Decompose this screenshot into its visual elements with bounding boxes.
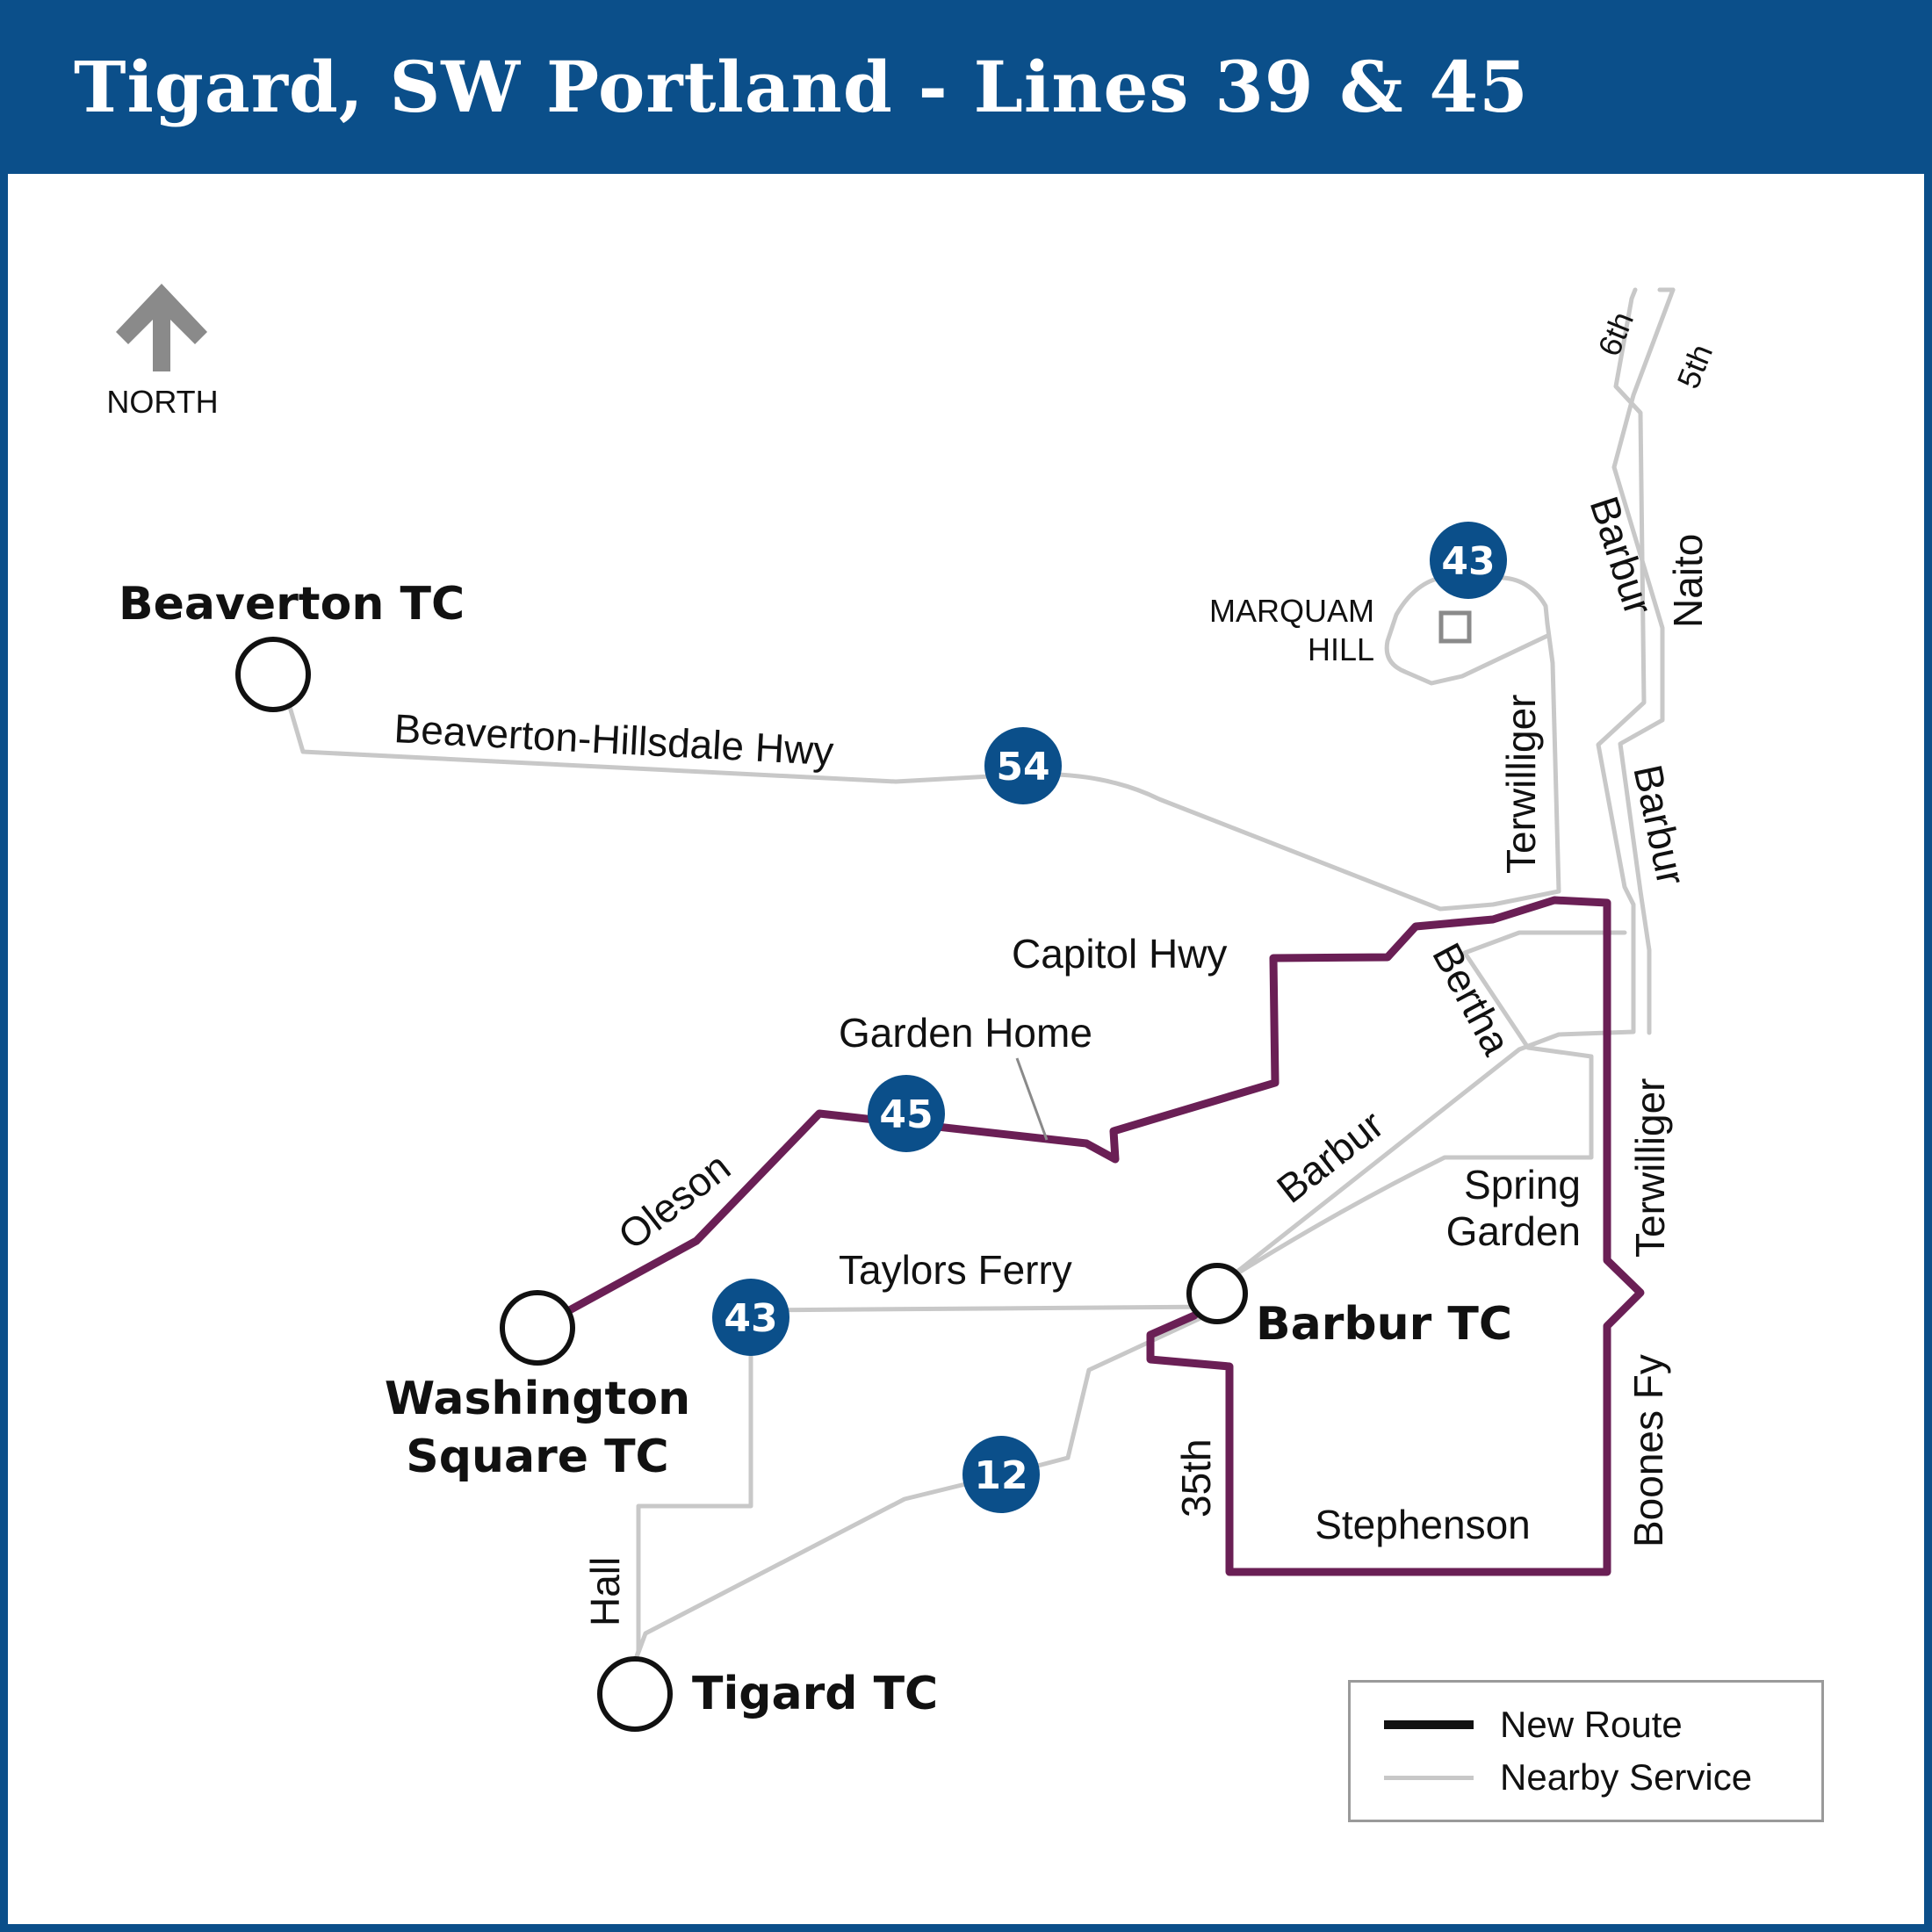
svg-text:43: 43 — [1441, 539, 1495, 584]
marquam-hill-square-icon — [1438, 610, 1472, 644]
sixth-label: 6th — [1590, 306, 1640, 361]
tigard-tc-label: Tigard TC — [692, 1668, 938, 1720]
new-route-path — [533, 896, 1645, 1576]
page-title: Tigard, SW Portland - Lines 39 & 45 — [74, 46, 1529, 128]
legend-nearby-service: Nearby Service — [1384, 1755, 1752, 1799]
line43-south-path — [631, 1316, 753, 1667]
barbur-tc-marker[interactable] — [1186, 1263, 1248, 1324]
taylors-ferry-label: Taylors Ferry — [839, 1247, 1072, 1293]
barbur-north-path — [1611, 287, 1676, 1035]
oleson-label: Oleson — [609, 1143, 739, 1258]
svg-text:54: 54 — [996, 745, 1049, 789]
north-label: NORTH — [106, 384, 218, 420]
washington-square-label-line1: Washington — [385, 1373, 690, 1425]
marquam-label-line2: HILL — [1308, 631, 1374, 667]
boones-fy-label: Boones Fy — [1626, 1354, 1671, 1547]
taylors-ferry-path — [748, 1304, 1222, 1313]
stephenson-label: Stephenson — [1315, 1502, 1531, 1547]
garden-home-label: Garden Home — [839, 1010, 1092, 1056]
legend-nearby-service-label: Nearby Service — [1500, 1756, 1753, 1798]
fifth-label: 5th — [1669, 339, 1719, 393]
beaverton-tc-marker[interactable] — [235, 637, 311, 712]
barbur-sw-path — [1218, 930, 1627, 1287]
spring-garden-label-line2: Garden — [1446, 1208, 1581, 1254]
washington-square-label-line2: Square TC — [406, 1431, 668, 1483]
tigard-tc-marker[interactable] — [597, 1656, 673, 1732]
line12-path — [631, 1310, 1215, 1667]
badge-12[interactable]: 12 — [962, 1436, 1040, 1513]
svg-text:43: 43 — [724, 1296, 777, 1341]
svg-text:12: 12 — [974, 1453, 1027, 1498]
legend: New Route Nearby Service — [1348, 1680, 1824, 1822]
terwilliger-south-label: Terwilliger — [1627, 1078, 1673, 1258]
hall-label: Hall — [582, 1557, 628, 1626]
badge-43-south[interactable]: 43 — [712, 1279, 789, 1356]
title-bar: Tigard, SW Portland - Lines 39 & 45 — [0, 0, 1932, 174]
legend-new-route: New Route — [1384, 1703, 1683, 1747]
garden-home-leader — [1015, 1057, 1049, 1141]
beaverton-hillsdale-label: Beaverton-Hillsdale Hwy — [393, 705, 834, 774]
naito-label: Naito — [1665, 534, 1711, 628]
beaverton-tc-label: Beaverton TC — [119, 578, 465, 631]
svg-text:45: 45 — [879, 1092, 933, 1137]
spring-garden-label-line1: Spring — [1464, 1162, 1581, 1208]
barbur-north-label: Barbur — [1581, 491, 1662, 620]
legend-new-route-swatch — [1384, 1720, 1474, 1729]
north-arrow-icon — [116, 284, 207, 371]
marquam-loop-path — [1384, 575, 1550, 686]
barbur-tc-label: Barbur TC — [1256, 1298, 1512, 1351]
legend-nearby-service-swatch — [1384, 1775, 1474, 1780]
badge-43-north[interactable]: 43 — [1430, 522, 1507, 599]
badge-45[interactable]: 45 — [868, 1075, 945, 1152]
capitol-hwy-label: Capitol Hwy — [1012, 931, 1227, 977]
thirty-fifth-label: 35th — [1173, 1438, 1219, 1517]
washington-square-tc-marker[interactable] — [500, 1290, 575, 1366]
legend-new-route-label: New Route — [1500, 1704, 1683, 1745]
badge-54[interactable]: 54 — [984, 727, 1062, 804]
line43-north-path — [1218, 287, 1647, 1287]
bertha-label: Bertha — [1424, 935, 1520, 1062]
marquam-label-line1: MARQUAM — [1209, 593, 1374, 629]
terwilliger-north-label: Terwilliger — [1498, 695, 1544, 874]
